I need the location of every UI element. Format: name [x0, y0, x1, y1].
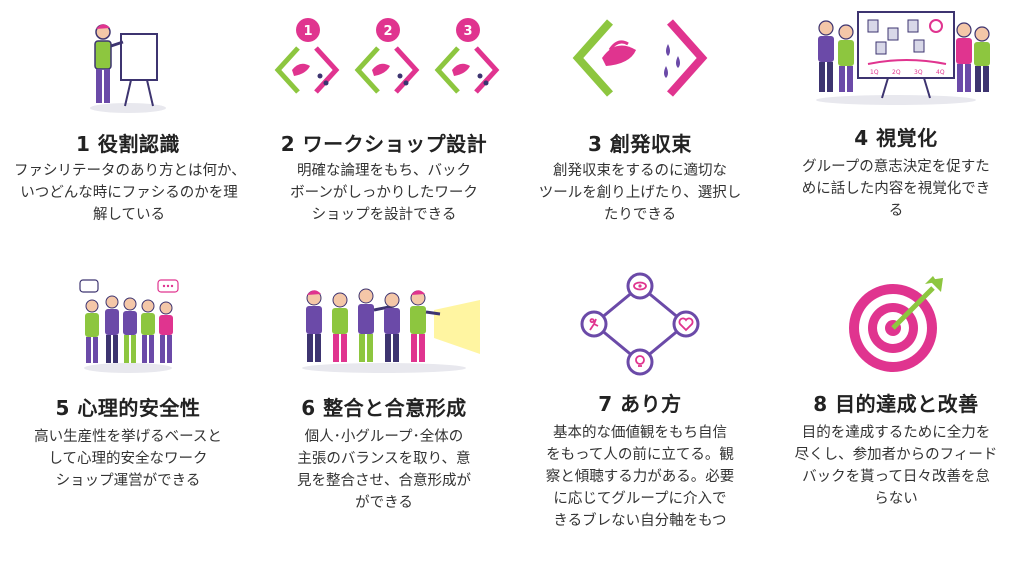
card-workshop-design: 1 2 3 [256, 0, 512, 290]
quarter-label: 1Q [870, 69, 879, 76]
card-title: 4 視覚化 [854, 126, 938, 150]
visualization-board-icon: 1Q 2Q 3Q 4Q [768, 6, 1024, 106]
card-title: 3 創発収束 [588, 132, 692, 156]
card-description: 創発収束をするのに適切な ツールを創り上げたり、選択し たりできる [538, 163, 742, 223]
group-consensus-icon [256, 276, 512, 376]
card-visualization: 1Q 2Q 3Q 4Q [768, 0, 1024, 290]
card-title: 1 役割認識 [76, 132, 180, 156]
card-description: 目的を達成するために全力を 尽くし、参加者からのフィード バックを貰って日々改善… [794, 425, 998, 507]
card-description: 高い生産性を挙げるベースと して心理的安全なワーク ショップ運営ができる [34, 429, 222, 489]
card-presence: 7 あり方 基本的な価値観をもち自信 をもって人の前に立てる。観 察と傾聴する力… [512, 270, 768, 579]
card-title: 5 心理的安全性 [55, 396, 201, 420]
facilitator-whiteboard-icon [0, 14, 256, 114]
card-description: 個人･小グループ･全体の 主張のバランスを取り、意 見を整合させ、合意形成が が… [297, 429, 471, 511]
card-title: 6 整合と合意形成 [301, 396, 467, 420]
card-psychological-safety: 5 心理的安全性 高い生産性を挙げるベースと して心理的安全なワーク ショップ運… [0, 270, 256, 570]
card-title: 8 目的達成と改善 [813, 392, 979, 416]
card-description: 基本的な価値観をもち自信 をもって人の前に立てる。観 察と傾聴する力がある。必要… [545, 425, 735, 529]
card-role-awareness: 1 役割認識 ファシリテータのあり方とは何か、 いつどんな時にファシるのかを理 … [0, 0, 256, 290]
card-description: ファシリテータのあり方とは何か、 いつどんな時にファシるのかを理 解している [14, 163, 246, 223]
card-description: グループの意志決定を促すた めに話した内容を視覚化でき る [801, 159, 991, 219]
quarter-label: 3Q [914, 69, 923, 76]
step-number: 2 [383, 24, 392, 39]
target-arrow-icon [768, 272, 1024, 376]
team-chat-icon [0, 276, 256, 376]
values-cycle-icon [512, 272, 768, 376]
diverge-converge-icon [512, 14, 768, 104]
card-goal-improvement: 8 目的達成と改善 目的を達成するために全力を 尽くし、参加者からのフィード バ… [768, 270, 1024, 570]
card-alignment-consensus: 6 整合と合意形成 個人･小グループ･全体の 主張のバランスを取り、意 見を整合… [256, 270, 512, 570]
workshop-steps-icon: 1 2 3 [256, 8, 512, 108]
card-title: 7 あり方 [598, 392, 682, 416]
quarter-label: 2Q [892, 69, 901, 76]
card-title: 2 ワークショップ設計 [280, 132, 488, 156]
card-description: 明確な論理をもち、バック ボーンがしっかりしたワーク ショップを設計できる [290, 163, 478, 223]
quarter-label: 4Q [936, 69, 945, 76]
step-number: 1 [303, 24, 312, 39]
step-number: 3 [463, 24, 472, 39]
card-divergence-convergence: 3 創発収束 創発収束をするのに適切な ツールを創り上げたり、選択し たりできる [512, 0, 768, 290]
